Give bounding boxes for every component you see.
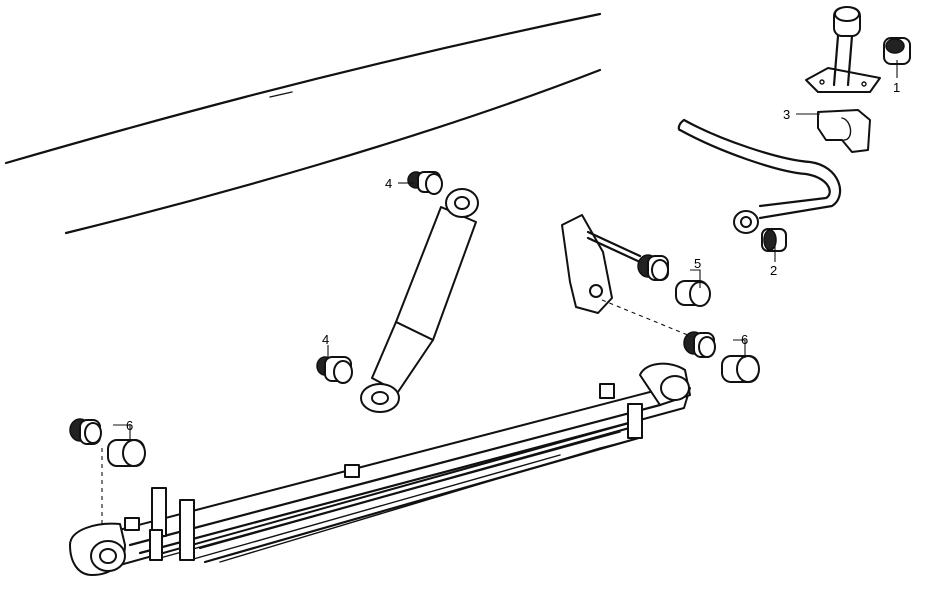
stabilizer-bar xyxy=(677,118,842,234)
spring-hanger-bracket xyxy=(561,214,642,314)
bushing-4-top xyxy=(407,171,443,195)
callout-leaders xyxy=(113,60,898,442)
bushing-2 xyxy=(761,228,787,252)
stabilizer-clamp-3 xyxy=(817,109,871,153)
callout-5: 5 xyxy=(694,256,701,271)
bushing-4-bottom xyxy=(316,356,353,384)
callout-6-right: 6 xyxy=(741,332,748,347)
callout-1: 1 xyxy=(893,80,900,95)
callout-6-left: 6 xyxy=(126,418,133,433)
bushing-6-right-outer xyxy=(721,355,760,383)
callout-2: 2 xyxy=(770,263,777,278)
callout-4-bottom: 4 xyxy=(322,332,329,347)
bushing-5-outer xyxy=(675,280,711,307)
bushing-6-left-inner xyxy=(69,418,102,445)
callout-3: 3 xyxy=(783,107,790,122)
stabilizer-link xyxy=(805,6,881,93)
bushing-6-left-outer xyxy=(107,439,146,467)
bushing-6-right-inner xyxy=(683,331,716,358)
callout-4-top: 4 xyxy=(385,176,392,191)
bushing-5-inner xyxy=(637,254,669,281)
alignment-line-right xyxy=(601,299,701,341)
vehicle-frame-outline xyxy=(4,12,602,235)
leaf-spring xyxy=(69,362,691,576)
shock-absorber xyxy=(360,188,479,413)
